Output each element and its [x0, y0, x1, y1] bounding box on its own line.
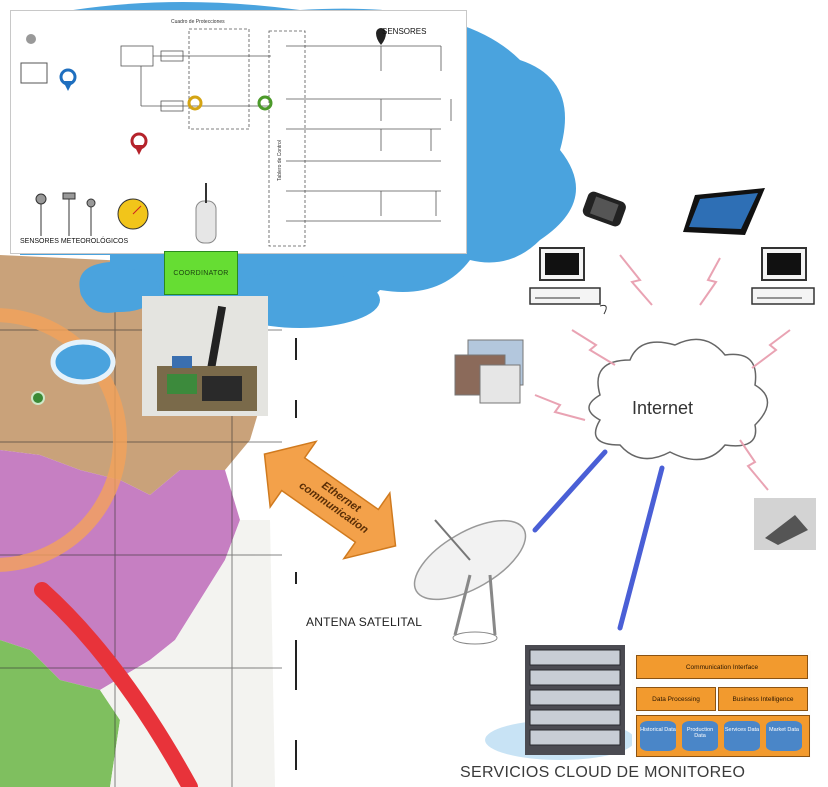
cloud-services-label: SERVICIOS CLOUD DE MONITOREO: [460, 764, 746, 781]
database-cylinder: Market Data: [766, 721, 802, 751]
location-pin-icon: [130, 132, 148, 155]
sensores-meteorologicos-label: SENSORES METEOROLÓGICOS: [20, 238, 129, 245]
satellite-dish-icon: [413, 519, 527, 645]
location-pin-icon: [59, 68, 77, 91]
cuadro-label: Cuadro de Protecciones: [171, 19, 225, 25]
map: [0, 255, 297, 787]
computer-icon: [529, 247, 607, 315]
sensor-schematic: Cuadro de Protecciones Tablero de Contro…: [10, 10, 467, 254]
coordinator-box: COORDINATOR: [164, 251, 238, 295]
sensores-title: SENSORES: [382, 27, 427, 36]
location-marker-oval: [50, 339, 116, 385]
data-processing-block: Data Processing: [636, 687, 716, 711]
database-cylinder: Production Data: [682, 721, 718, 751]
location-pin-icon: [376, 28, 386, 45]
antenna-label: ANTENA SATELITAL: [306, 615, 423, 629]
internet-cloud: [588, 338, 769, 461]
computer-icon: [751, 247, 815, 305]
sensor-icon: [20, 34, 48, 84]
coordinator-photo: [142, 296, 268, 416]
red-arc: [34, 582, 198, 787]
map-region-green: [0, 640, 120, 787]
map-region-magenta: [0, 450, 240, 690]
communication-interface-block: Communication Interface: [636, 655, 808, 679]
database-cylinder: Services Data: [724, 721, 760, 751]
location-dot: [31, 391, 45, 405]
tablet-icon: [683, 188, 765, 235]
device-icon: [754, 498, 816, 550]
coordinator-label: COORDINATOR: [173, 269, 229, 277]
webpages-icon: [454, 339, 524, 404]
server-rack-icon: [485, 645, 635, 760]
antenna-icon: [195, 183, 217, 244]
data-links: [532, 449, 665, 631]
ethernet-arrow: [263, 440, 397, 560]
database-cylinder: Historical Data: [640, 721, 676, 751]
tablero-label: Tablero de Control: [277, 140, 283, 181]
coverage-ring: [0, 308, 127, 572]
internet-label: Internet: [632, 398, 694, 418]
cloud-architecture: Communication Interface Data Processing …: [632, 651, 811, 758]
location-pin-icon: [187, 95, 273, 111]
business-intelligence-block: Business Intelligence: [718, 687, 808, 711]
map-region-tan: [0, 255, 262, 495]
schematic-drawing: Cuadro de Protecciones Tablero de Contro…: [20, 19, 452, 247]
weather-sensors: [35, 192, 149, 236]
phone-icon: [582, 191, 626, 227]
